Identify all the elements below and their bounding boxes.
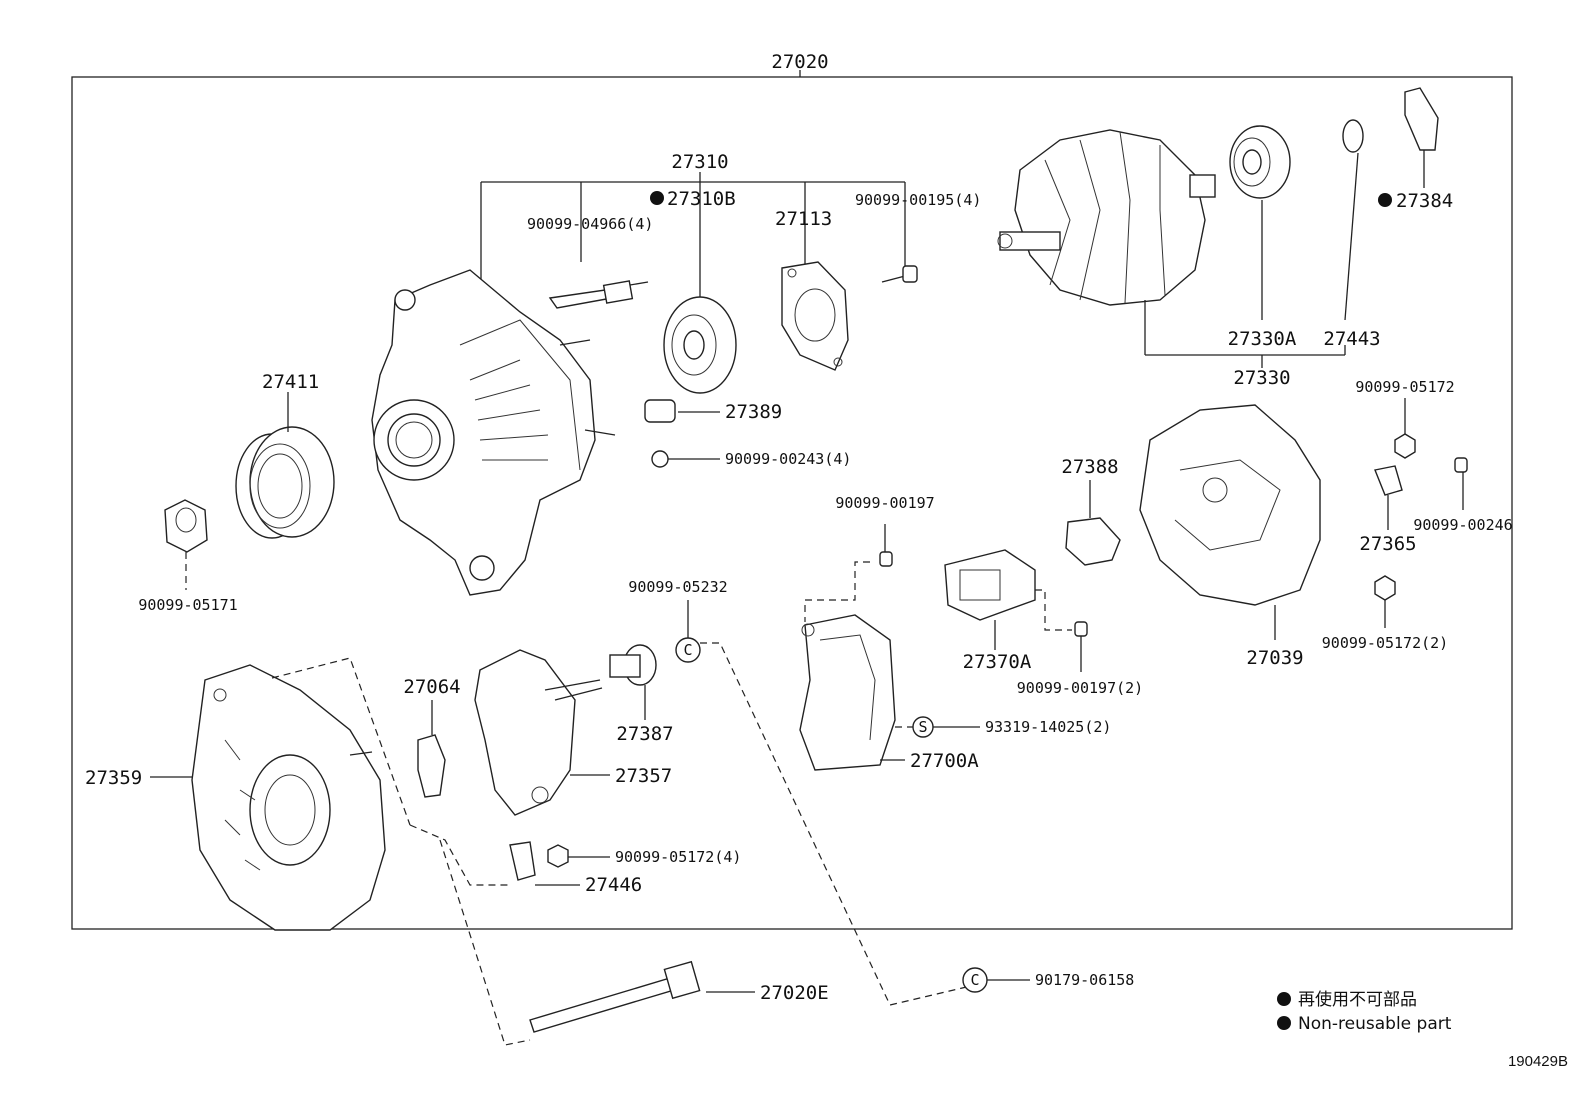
label-27357: 27357 [615,765,672,787]
c-mark-2: C [970,971,979,989]
assembly-frame [71,76,1513,930]
retainer-plate-27113 [781,261,849,371]
label-90099-00197-2: 90099-00197(2) [1017,679,1143,697]
label-27446: 27446 [585,874,642,896]
brush-holder-27370A [944,549,1036,621]
rear-end-frame-27359 [191,664,386,931]
rotor-27330 [997,129,1216,306]
legend-en: Non-reusable part [1298,1014,1452,1034]
figure-code: 190429B [1508,1053,1568,1070]
screw-00197 [879,551,893,567]
terminal-cap-27389 [644,399,676,423]
label-90099-05172-2: 90099-05172(2) [1322,634,1448,652]
ring-27443 [1342,119,1364,153]
pulley-27411 [235,426,335,539]
screw-00246 [1454,457,1468,473]
screw-00195 [881,265,918,283]
label-90099-05172: 90099-05172 [1355,378,1454,396]
through-bolt-27020E [529,960,701,1033]
terminal-27387 [609,644,657,686]
label-90099-05172-4: 90099-05172(4) [615,848,741,866]
label-27443: 27443 [1323,328,1380,350]
label-93319-14025: 93319-14025(2) [985,718,1111,736]
legend-bullet [1277,1016,1291,1030]
nut-05171 [164,499,208,553]
non-reusable-mark [650,191,664,205]
label-90099-00197: 90099-00197 [835,494,934,512]
non-reusable-mark [1378,193,1392,207]
label-27365: 27365 [1359,533,1416,555]
label-27020E: 27020E [760,982,829,1004]
insulator-27388 [1065,517,1121,566]
nut-05172-top [1394,433,1416,459]
c-mark: C [683,641,692,659]
label-90099-00246: 90099-00246 [1413,516,1512,534]
nut-05172-4 [547,844,569,868]
label-27039: 27039 [1246,647,1303,669]
stud-bolt-04966 [548,280,649,309]
label-90179-06158: 90179-06158 [1035,971,1134,989]
label-27389: 27389 [725,401,782,423]
label-27330A: 27330A [1228,328,1297,350]
screw-00197-2 [1074,621,1088,637]
label-90099-00195: 90099-00195(4) [855,191,981,209]
label-90099-04966: 90099-04966(4) [527,215,653,233]
label-27310B: 27310B [667,188,736,210]
label-27310: 27310 [671,151,728,173]
label-27359: 27359 [85,767,142,789]
label-90099-00243: 90099-00243(4) [725,450,851,468]
rectifier-27357 [474,649,603,816]
label-90099-05232: 90099-05232 [628,578,727,596]
nut-05172-bottom [1374,575,1396,601]
legend-jp: 再使用不可部品 [1298,989,1417,1010]
regulator-27700A [799,614,896,771]
bracket-27446 [509,841,536,881]
plate-27365 [1374,465,1403,496]
bearing-27310B [663,296,737,394]
label-27370A: 27370A [963,651,1032,673]
bearing-27330A [1229,125,1291,199]
label-27330: 27330 [1233,367,1290,389]
label-27411: 27411 [262,371,319,393]
seal-27384 [1404,87,1439,151]
rear-cover-27039 [1139,404,1321,606]
label-27384: 27384 [1396,190,1453,212]
label-27387: 27387 [616,723,673,745]
washer-27064 [417,734,446,798]
assembly-label: 27020 [771,51,828,73]
legend-bullet [1277,992,1291,1006]
drive-end-frame [371,269,616,596]
label-27388: 27388 [1061,456,1118,478]
label-90099-05171: 90099-05171 [138,596,237,614]
label-27700A: 27700A [910,750,979,772]
label-27113: 27113 [775,208,832,230]
s-mark: S [918,718,927,736]
screw-00243 [651,450,669,468]
label-27064: 27064 [403,676,460,698]
